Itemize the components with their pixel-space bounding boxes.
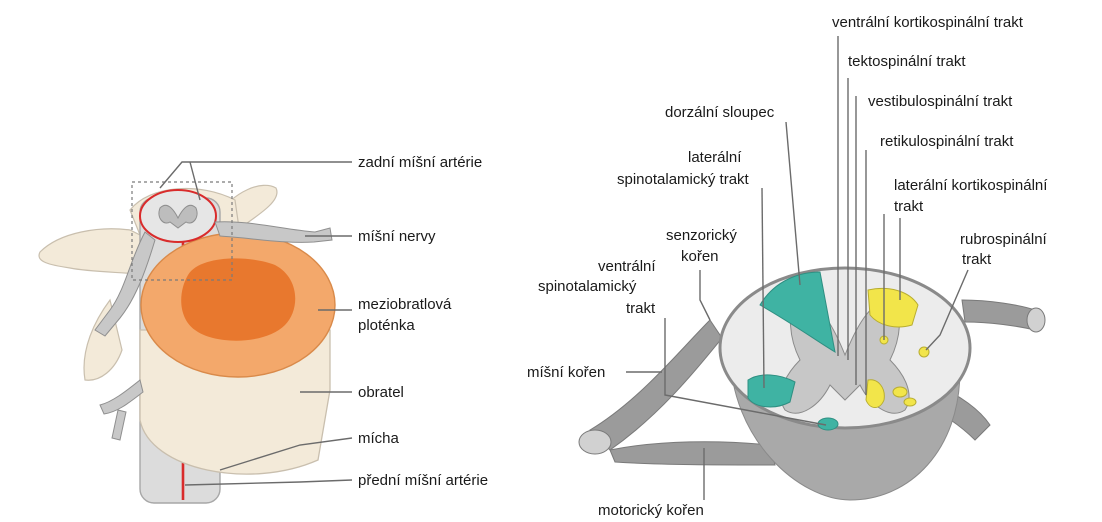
ventral-corticospinal-tract [904, 398, 916, 406]
label-lat-corticospinal-1: laterální kortikospinální [894, 177, 1048, 194]
disc-inner [181, 258, 295, 340]
label-vertebra: obratel [358, 384, 404, 401]
spinal-root-left [590, 320, 722, 450]
spinal-nerve-lower-left [100, 380, 143, 440]
label-spinal-nerves: míšní nervy [358, 228, 436, 245]
label-motor-root: motorický kořen [598, 502, 704, 519]
motor-root-left [610, 442, 775, 465]
label-dorsal-column: dorzální sloupec [665, 104, 775, 121]
tectospinal-tract [893, 387, 907, 397]
label-anterior-artery: přední míšní artérie [358, 472, 488, 489]
label-spinal-cord: mícha [358, 430, 400, 447]
label-vent-spinothalamic-1: ventrální [598, 258, 656, 275]
label-lat-spinothalamic-2: spinotalamický trakt [617, 171, 750, 188]
spinal-root-right [962, 300, 1035, 330]
label-sensory-root-2: kořen [681, 248, 719, 265]
label-ventral-corticospinal: ventrální kortikospinální trakt [832, 14, 1024, 31]
label-vent-spinothalamic-3: trakt [626, 300, 656, 317]
label-lat-spinothalamic-1: laterální [688, 149, 742, 166]
cord-top-section [140, 190, 216, 242]
root-cut-right [1027, 308, 1045, 332]
label-spinal-root: míšní kořen [527, 364, 605, 381]
left-vertebra-illustration [39, 182, 335, 503]
label-rubrospinal-1: rubrospinální [960, 231, 1048, 248]
label-disc-line2: ploténka [358, 317, 415, 334]
label-vent-spinothalamic-2: spinotalamický [538, 278, 637, 295]
label-rubrospinal-2: trakt [962, 251, 992, 268]
root-cut-left [579, 430, 611, 454]
left-labels: zadní míšní artérie míšní nervy meziobra… [358, 154, 488, 489]
label-sensory-root-1: senzorický [666, 227, 737, 244]
label-lat-corticospinal-2: trakt [894, 198, 924, 215]
label-disc-line1: meziobratlová [358, 296, 452, 313]
label-vestibulospinal: vestibulospinální trakt [868, 93, 1013, 110]
lateral-spinothalamic-tract [748, 375, 795, 407]
label-posterior-artery: zadní míšní artérie [358, 154, 482, 171]
label-reticulospinal: retikulospinální trakt [880, 133, 1014, 150]
label-tectospinal: tektospinální trakt [848, 53, 966, 70]
